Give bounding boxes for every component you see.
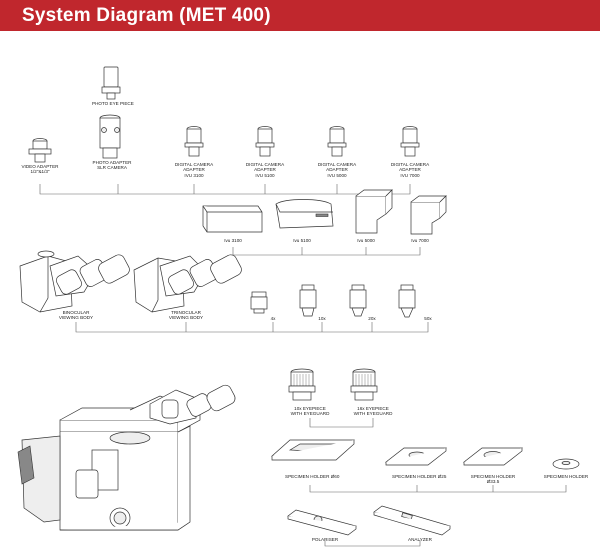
label-polariser: POLARISER <box>311 537 339 542</box>
label-camera-adapter-7000: DIGITAL CAMERA ADAPTER IVU 7000 <box>390 162 430 178</box>
photo-eyepiece-part <box>101 66 121 100</box>
eyepiece-10x-part <box>288 368 316 401</box>
label-camera-adapter-5000: DIGITAL CAMERA ADAPTER IVU 5000 <box>317 162 357 178</box>
camera-5100-part <box>275 199 334 229</box>
connector-lines <box>39 184 567 547</box>
objective-4x-part <box>250 291 268 314</box>
photo-adapter-part <box>99 114 121 159</box>
analyzer-part <box>373 505 451 536</box>
specimen-holder-plain-part <box>552 458 580 470</box>
label-objective-10x: 10x <box>318 316 326 321</box>
camera-3100-part <box>202 205 263 233</box>
specimen-holder-25-part <box>384 447 448 466</box>
camera-5000-part <box>355 189 393 234</box>
eyepiece-16x-part <box>350 368 378 401</box>
binocular-body-part <box>19 250 130 313</box>
label-trinocular-body: TRINOCULAR VIEWING BODY <box>168 310 204 321</box>
objective-20x-part <box>349 284 367 317</box>
label-camera-5000: Ivu 5000 <box>357 238 375 243</box>
label-camera-adapter-5100: DIGITAL CAMERA ADAPTER IVU 5100 <box>245 162 285 178</box>
label-eyepiece-16x: 16x EYEPIECE WITH EYEGUARD <box>353 406 393 417</box>
label-eyepiece-10x: 10x EYEPIECE WITH EYEGUARD <box>290 406 330 417</box>
label-camera-5100: Ivu 5100 <box>293 238 311 243</box>
page-title: System Diagram (MET 400) <box>22 5 271 26</box>
label-specimen-holder-335: SPECIMEN HOLDER Ø33.5 <box>470 474 516 485</box>
label-objective-20x: 20x <box>368 316 376 321</box>
camera-adapter-3100-part <box>184 126 204 157</box>
label-photo-eyepiece: PHOTO EYE PIECE <box>92 101 134 106</box>
label-specimen-holder-60: SPECIMEN HOLDER Ø60 <box>285 474 340 479</box>
specimen-holder-335-part <box>462 447 524 466</box>
label-analyzer: ANALYZER <box>408 537 432 542</box>
label-photo-adapter: PHOTO ADAPTER SLR CAMERA <box>92 160 132 171</box>
camera-adapter-7000-part <box>400 126 420 157</box>
specimen-holder-60-part <box>271 439 355 461</box>
label-camera-7000: Ivu 7000 <box>411 238 429 243</box>
polariser-part <box>287 509 357 536</box>
title-bar: System Diagram (MET 400) <box>0 0 600 31</box>
label-specimen-holder-plain: SPECIMEN HOLDER <box>543 474 589 479</box>
trinocular-body-part <box>133 254 242 313</box>
camera-adapter-5000-part <box>327 126 347 157</box>
camera-7000-part <box>410 195 447 235</box>
objective-10x-part <box>299 284 317 317</box>
label-video-adapter: VIDEO ADAPTER 1/2"&1/3" <box>21 164 59 175</box>
camera-adapter-5100-part <box>255 126 275 157</box>
label-binocular-body: BINOCULAR VIEWING BODY <box>58 310 94 321</box>
objective-50x-part <box>398 284 416 318</box>
label-camera-3100: Ivu 3100 <box>224 238 242 243</box>
label-camera-adapter-3100: DIGITAL CAMERA ADAPTER IVU 3100 <box>174 162 214 178</box>
microscope-head-part <box>149 384 236 425</box>
video-adapter-part <box>28 138 52 163</box>
label-objective-50x: 50x <box>424 316 432 321</box>
label-objective-4x: 4x <box>270 316 276 321</box>
label-specimen-holder-25: SPECIMEN HOLDER Ø25 <box>392 474 447 479</box>
